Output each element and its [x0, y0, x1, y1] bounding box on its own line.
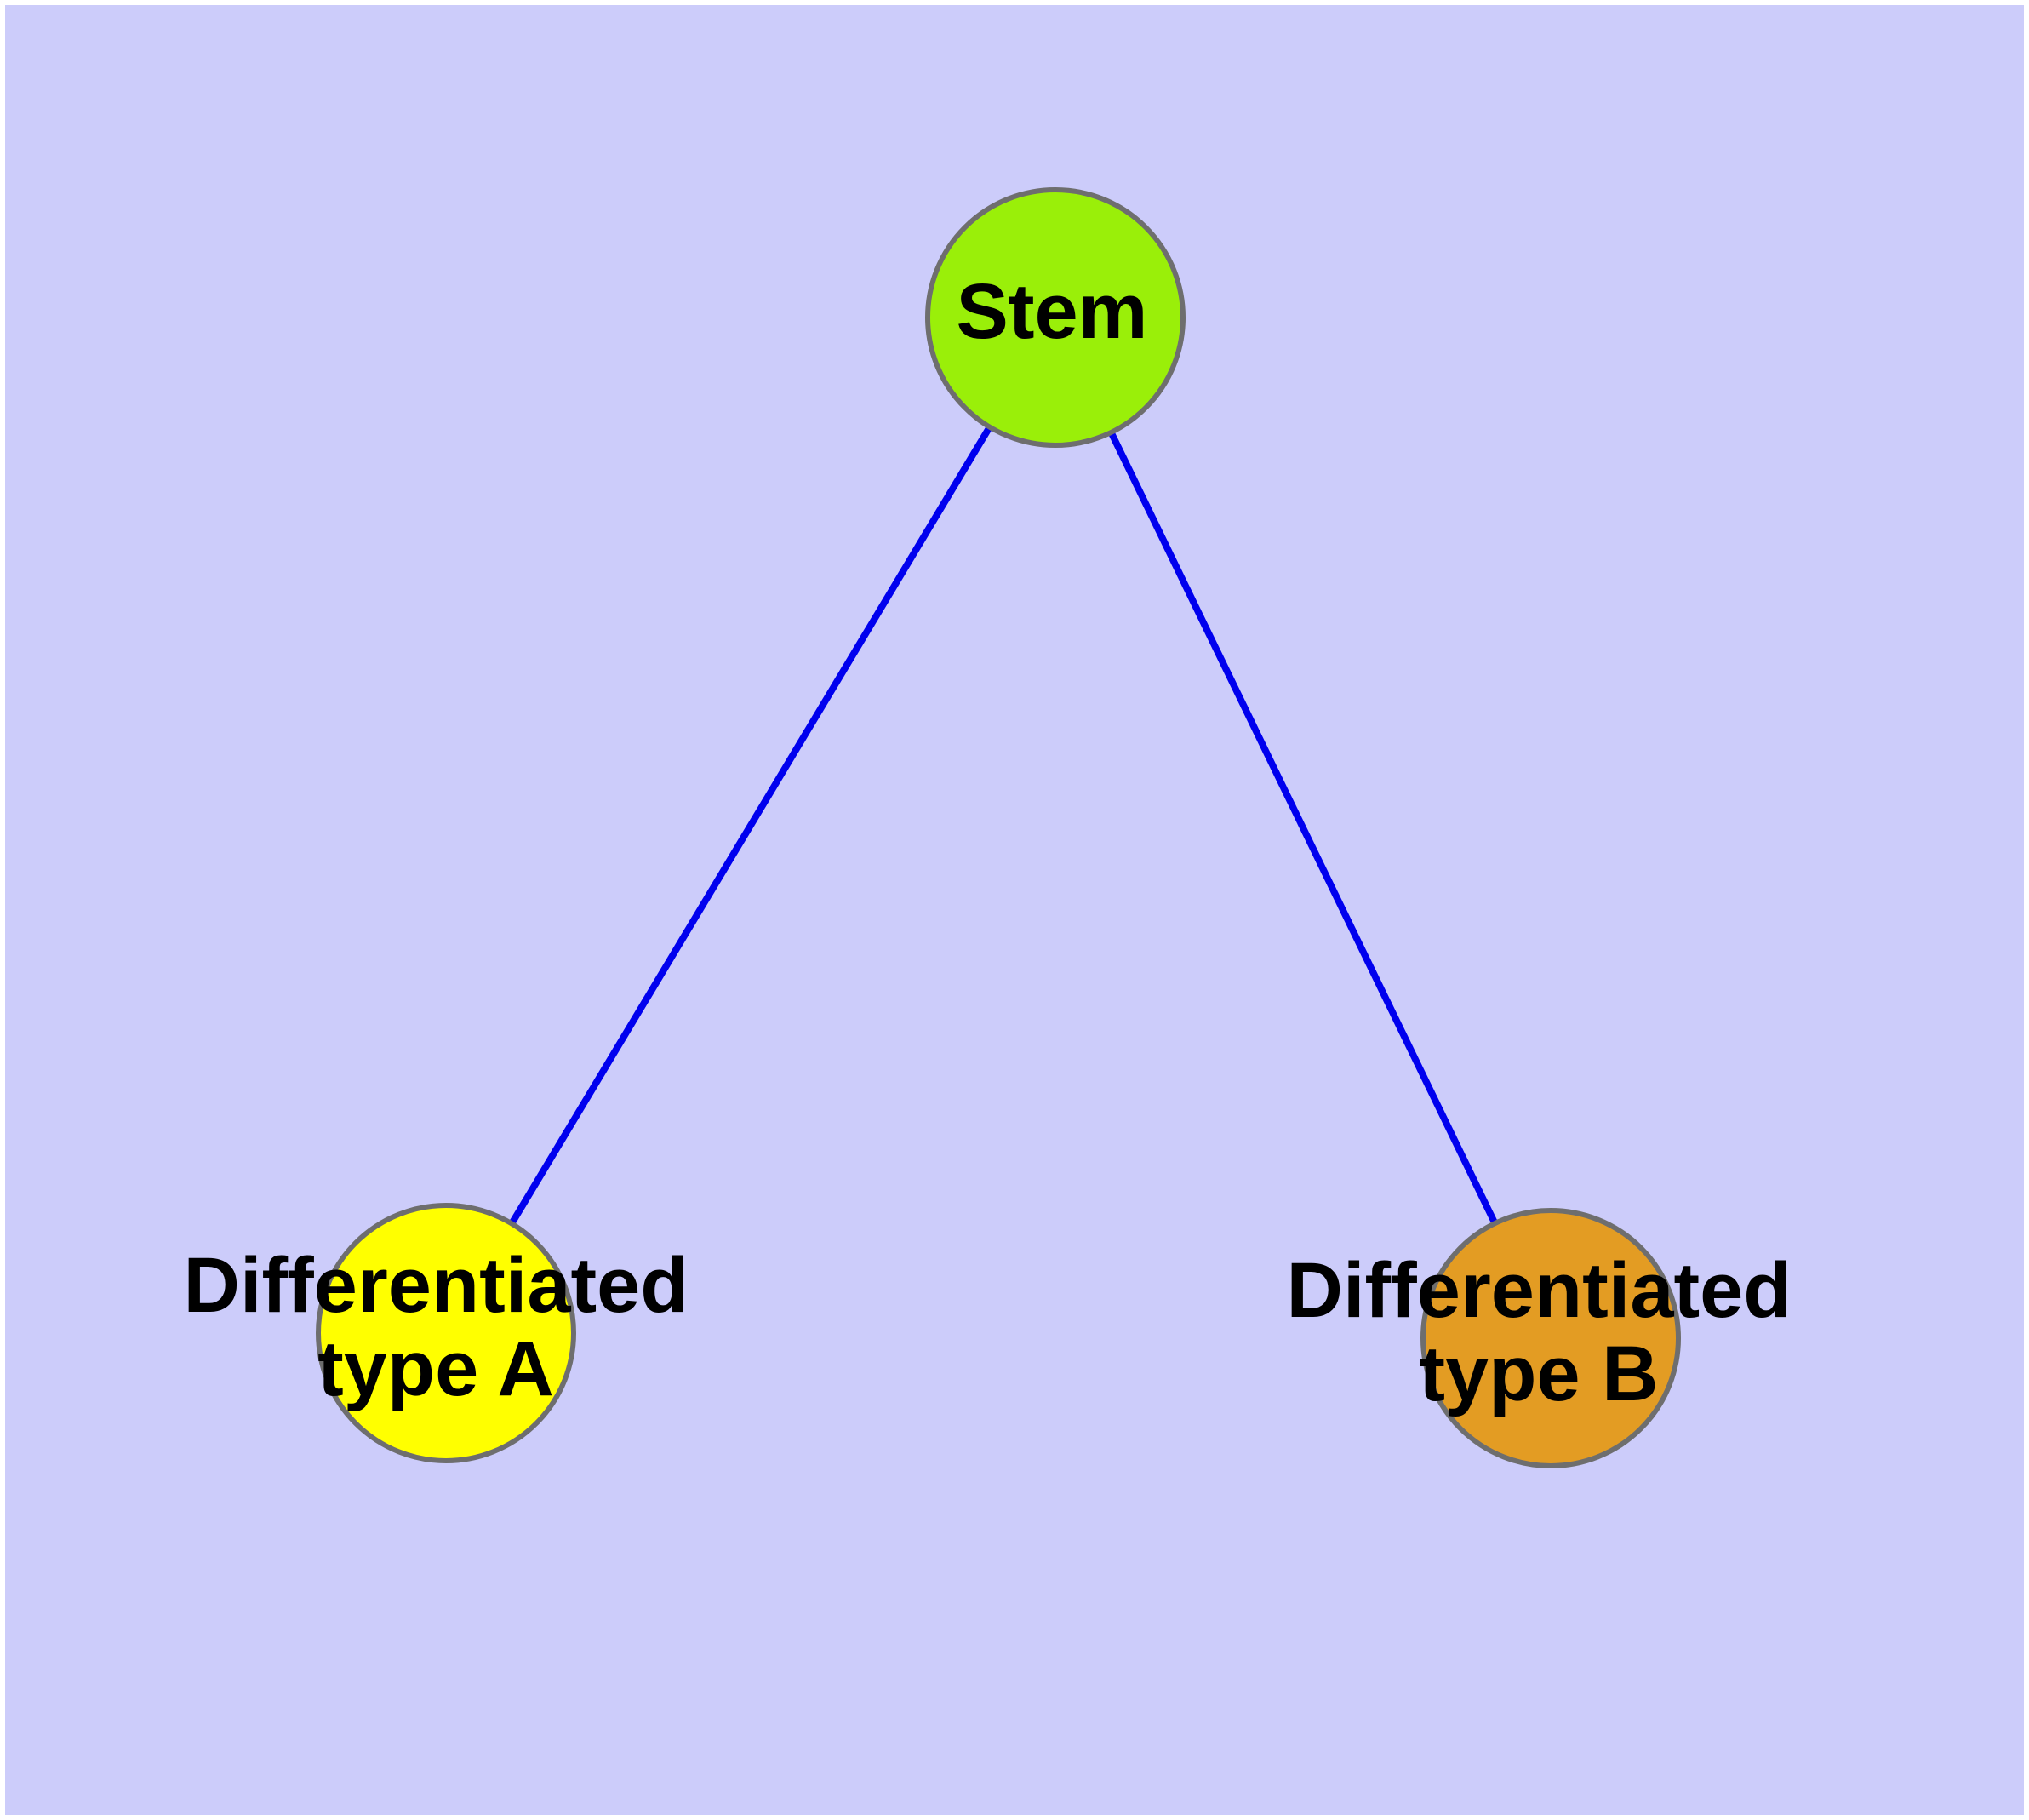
edges-layer [443, 315, 1554, 1340]
graph-edge-stem-to-diff-a[interactable] [443, 315, 1059, 1336]
graph-node-label-stem: Stem [957, 268, 1148, 355]
graph-node-label-line: Stem [957, 268, 1148, 355]
graph-node-label-line: Differentiated [184, 1242, 689, 1329]
nodes-layer [316, 187, 1681, 1468]
graph-node-label-line: Differentiated [1287, 1247, 1792, 1334]
graph-edge-stem-to-diff-b[interactable] [1052, 316, 1554, 1340]
graph-node-stem[interactable] [925, 187, 1186, 448]
graph-node-label-line: type A [317, 1325, 554, 1412]
graph-node-label-line: type B [1419, 1331, 1658, 1417]
graph-node-diff_b[interactable] [1420, 1208, 1681, 1468]
graph-node-diff_a[interactable] [316, 1203, 576, 1463]
